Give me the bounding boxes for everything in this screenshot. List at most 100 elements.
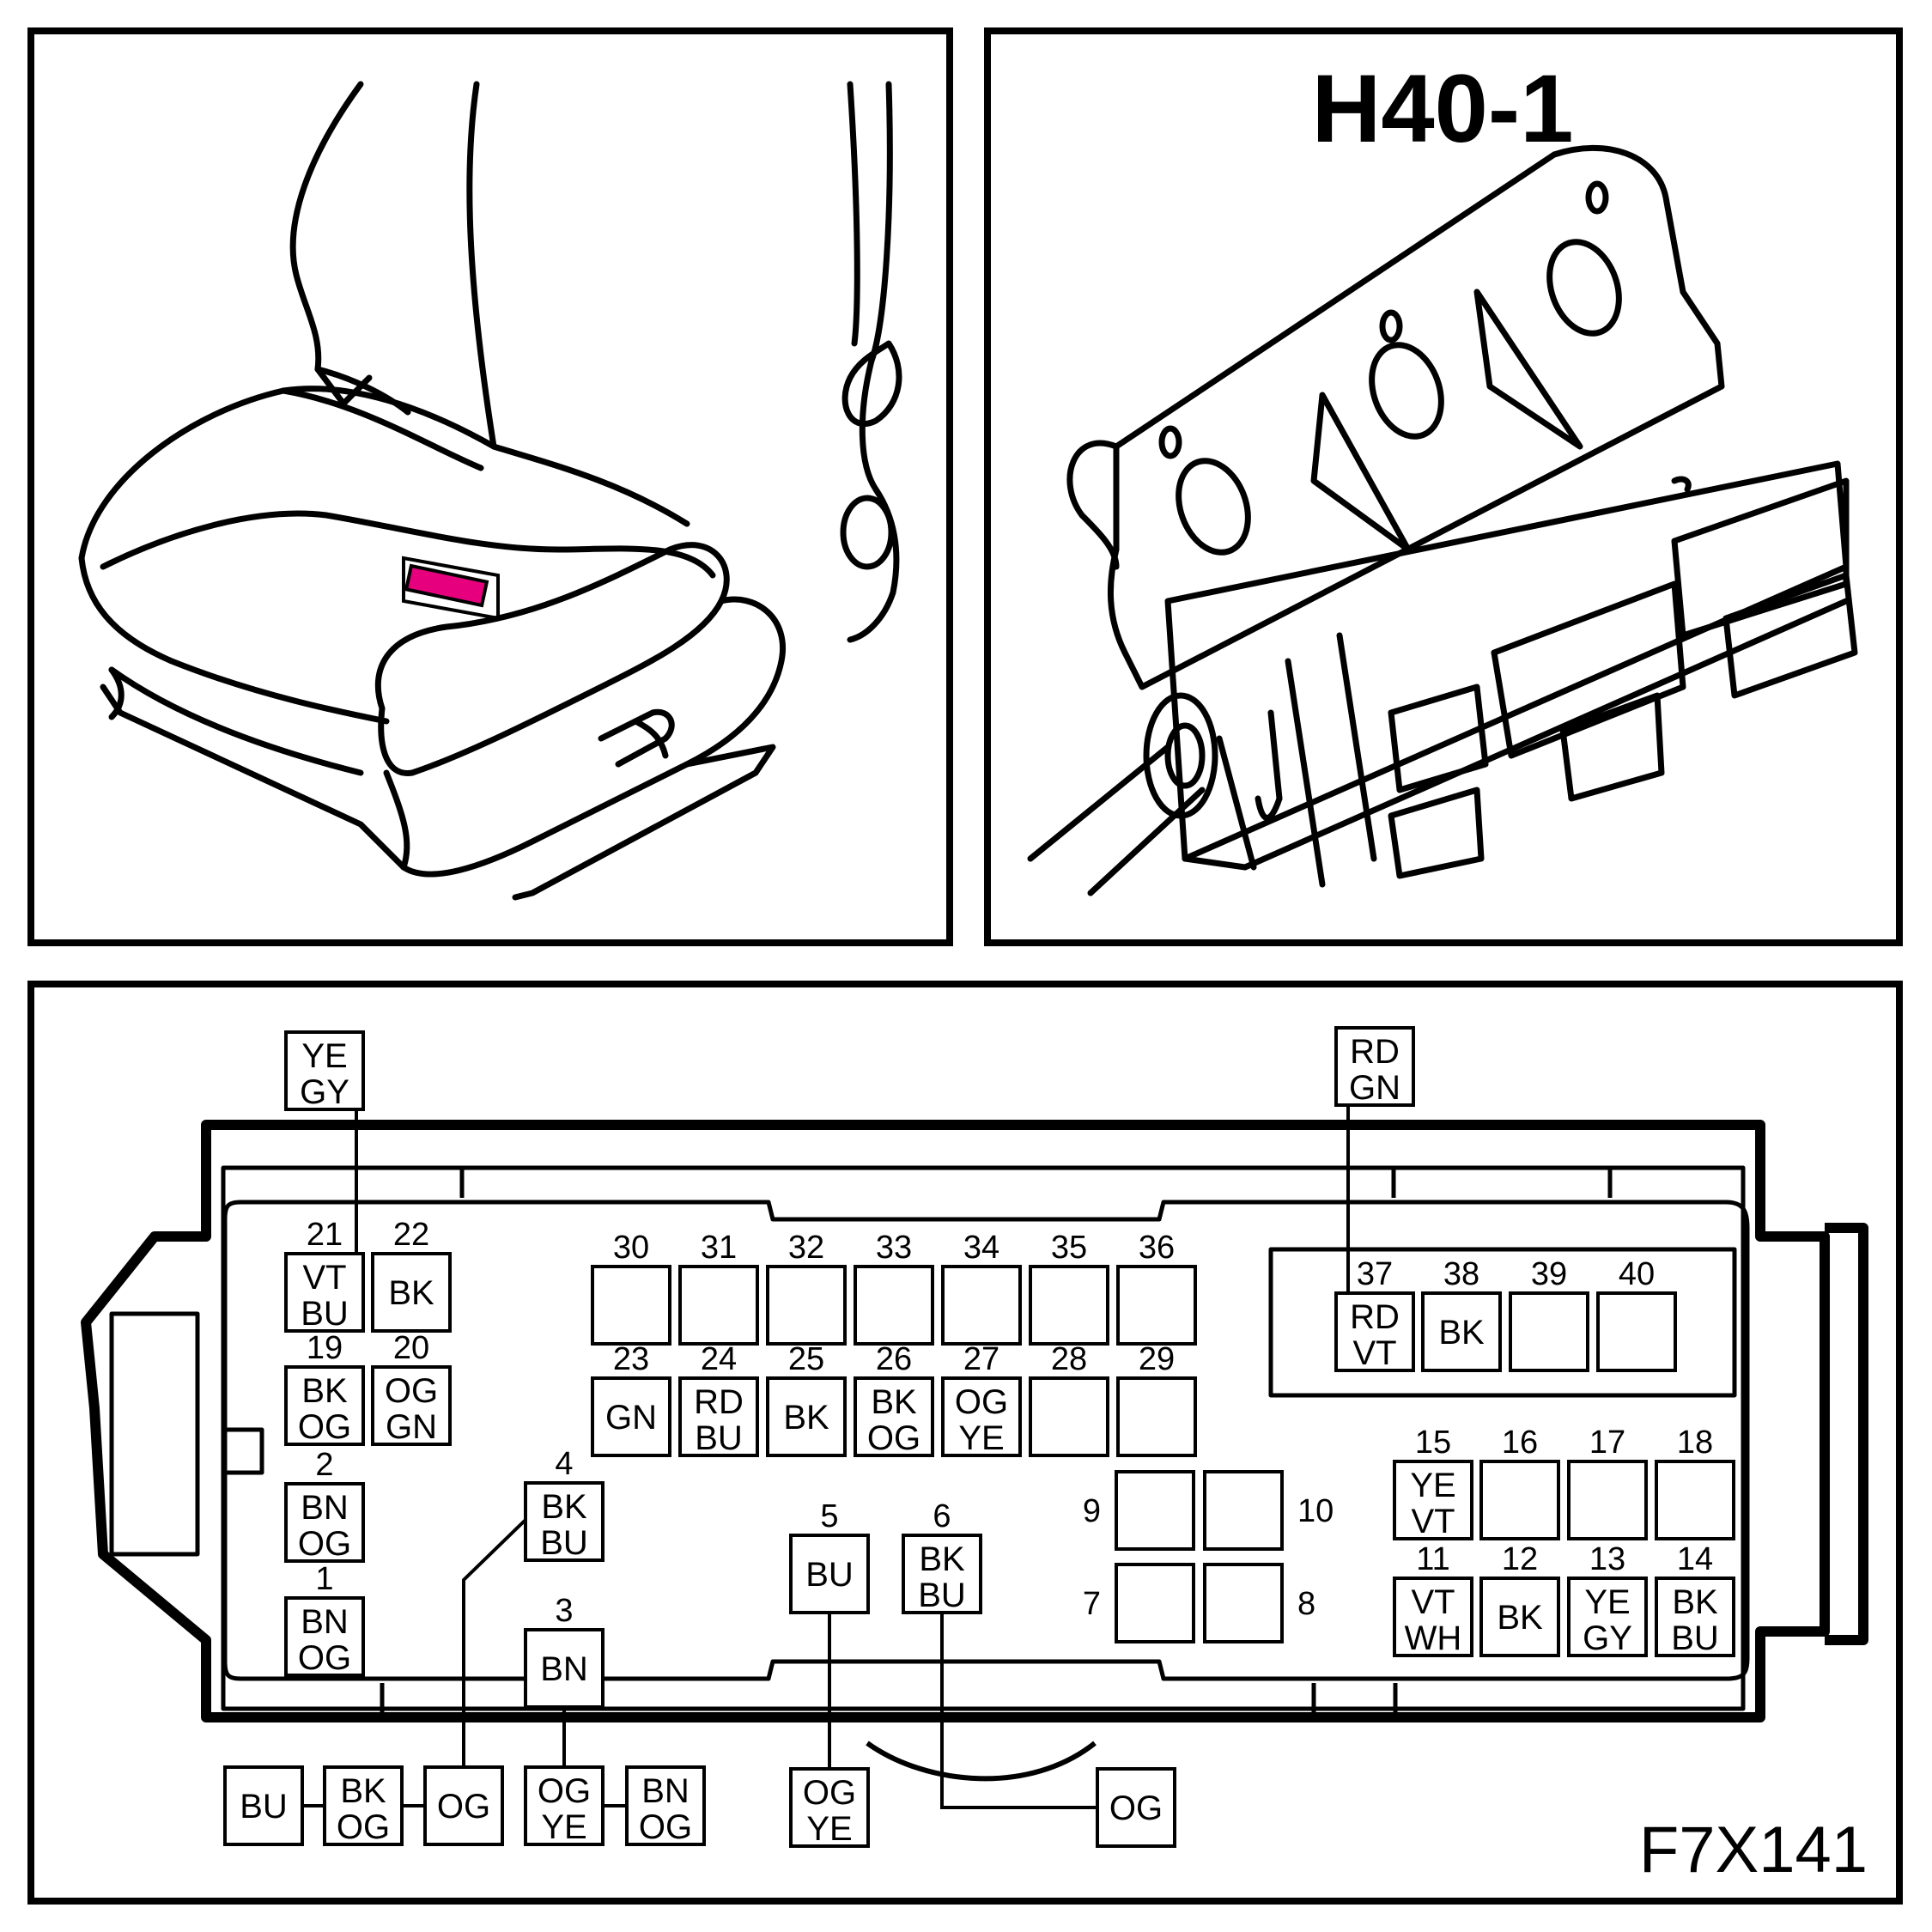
pin-28-box [1029, 1376, 1109, 1457]
pin-27-color-label-2: YE [958, 1419, 1004, 1457]
pin-20-box [371, 1365, 452, 1446]
pin-18-box [1655, 1460, 1735, 1540]
pin-5-box [789, 1534, 870, 1614]
pin-21-color-label-2: BU [301, 1295, 349, 1333]
wire-ext-og-4-box [423, 1765, 504, 1846]
pin-35: 35 [1029, 1230, 1109, 1346]
pin-24-box [678, 1376, 759, 1457]
pin-31-box [678, 1265, 759, 1346]
seat-illustration [78, 81, 902, 901]
pin-19-box [284, 1365, 365, 1446]
pin-7: 7 [1083, 1563, 1195, 1643]
wire-ext-og-4-color-label: OG [437, 1788, 490, 1826]
wire-ext-bu-color-label: BU [240, 1788, 288, 1826]
pinout-panel-frame [27, 981, 1903, 1905]
pin-39-box [1509, 1291, 1589, 1372]
pin-6-color-label-1: BK [919, 1540, 965, 1578]
pin-38-color-label: BK [1438, 1314, 1485, 1352]
pin-10-number: 10 [1297, 1493, 1334, 1529]
pin-3: 3BN [524, 1593, 605, 1709]
pin-29: 29 [1116, 1341, 1197, 1457]
pin-30-box [591, 1265, 671, 1346]
pin-33-box [854, 1265, 934, 1346]
pin-21-color-label-1: VT [302, 1259, 346, 1297]
pin-14-number: 14 [1677, 1541, 1713, 1577]
pin-1-color-label-2: OG [298, 1639, 351, 1677]
wire-leader-7 [462, 1518, 527, 1767]
wire-ext-og-ye-5-box [789, 1767, 870, 1848]
pin-5-number: 5 [820, 1498, 838, 1534]
pin-2-color-label-2: OG [298, 1525, 351, 1563]
pin-5-color-label: BU [805, 1556, 854, 1594]
pin-9-number: 9 [1083, 1493, 1101, 1529]
pin-37-color-label-1: RD [1350, 1298, 1400, 1336]
pin-37-color-label-2: VT [1352, 1334, 1396, 1372]
pin-1-color-label-1: BN [301, 1603, 349, 1641]
pin-13-number: 13 [1589, 1541, 1625, 1577]
pin-15-color-label-2: VT [1411, 1503, 1455, 1540]
pin-35-box [1029, 1265, 1109, 1346]
pin-32-box [766, 1265, 847, 1346]
wire-ext-bn-og-color-label-2: OG [639, 1808, 692, 1846]
pin-34-number: 34 [963, 1230, 999, 1266]
wire-ext-og-ye-5-color-label-1: OG [803, 1774, 856, 1812]
wire-ext-og-ye-3-color-label-1: OG [538, 1772, 591, 1810]
pin-18: 18 [1655, 1425, 1735, 1540]
pin-9: 9 [1083, 1470, 1195, 1551]
pin-8-number: 8 [1297, 1586, 1315, 1622]
pin-2-number: 2 [315, 1447, 333, 1483]
pin-24-color-label-1: RD [694, 1383, 744, 1421]
figure-code: F7X141 [1639, 1814, 1868, 1886]
pin-3-box [524, 1628, 605, 1709]
wire-ext-bk-og-color-label-2: OG [337, 1808, 390, 1846]
pin-17-number: 17 [1589, 1425, 1625, 1461]
pin-23-color-label: GN [605, 1399, 657, 1437]
pin-19-color-label-2: OG [298, 1408, 351, 1446]
pin-16: 16 [1479, 1425, 1560, 1540]
wire-ext-37-box [1334, 1026, 1415, 1107]
pin-40-number: 40 [1619, 1256, 1655, 1292]
pin-22-color-label: BK [388, 1274, 434, 1312]
pin-20-color-label-2: GN [386, 1408, 437, 1446]
pin-36: 36 [1116, 1230, 1197, 1346]
pin-23-number: 23 [613, 1341, 649, 1377]
wire-ext-bn-og-box [625, 1765, 706, 1846]
pin-6-color-label-2: BU [918, 1577, 966, 1614]
pin-34-box [941, 1265, 1022, 1346]
pin-26-number: 26 [876, 1341, 912, 1377]
pin-24-color-label-2: BU [695, 1419, 743, 1457]
pin-33: 33 [854, 1230, 934, 1346]
pin-19-number: 19 [307, 1330, 343, 1366]
pin-2-box [284, 1482, 365, 1563]
pin-36-number: 36 [1139, 1230, 1175, 1266]
pin-11-number: 11 [1416, 1541, 1449, 1577]
pin-19-color-label-1: BK [301, 1372, 348, 1410]
pin-25-number: 25 [788, 1341, 824, 1377]
pin-30-number: 30 [613, 1230, 649, 1266]
pin-33-number: 33 [876, 1230, 912, 1266]
pin-40-box [1596, 1291, 1677, 1372]
pin-5: 5BU [789, 1498, 870, 1614]
wire-ext-og-6: OG [1096, 1767, 1176, 1848]
pin-38-box [1421, 1291, 1502, 1372]
pin-9-box [1115, 1470, 1195, 1551]
pin-11-color-label-1: VT [1411, 1583, 1455, 1621]
pin-17: 17 [1567, 1425, 1648, 1540]
pin-12-number: 12 [1502, 1541, 1538, 1577]
pin-7-box [1115, 1563, 1195, 1643]
